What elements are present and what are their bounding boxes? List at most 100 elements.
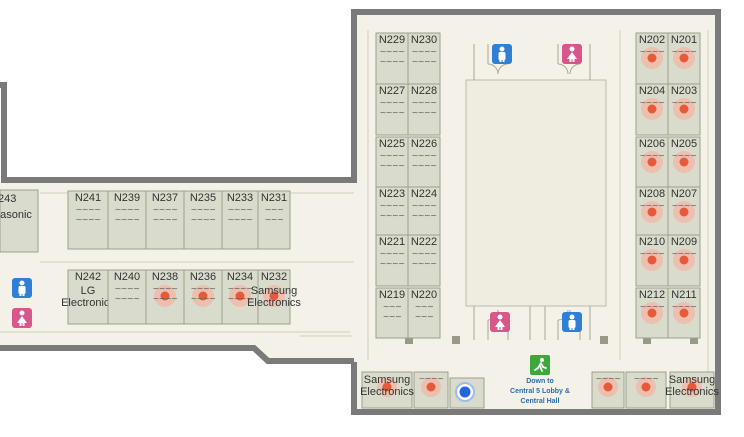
booth-n229-name-line1: ~~~~ xyxy=(380,47,405,56)
booth-n205-dot-icon xyxy=(679,157,689,167)
booth-bottom-b1-label-line1: Samsung xyxy=(364,374,410,386)
booth-n204-label: N204 xyxy=(639,85,665,97)
booth-n238[interactable]: N238~~~~~~~~ xyxy=(145,269,185,325)
booth-n228-label: N228 xyxy=(411,85,437,97)
booth-n203-label: N203 xyxy=(671,85,697,97)
booth-n224-box xyxy=(407,186,441,239)
booth-n212-name-line1: ~~~~ xyxy=(640,302,665,311)
booth-n237[interactable]: N237~~~~~~~~ xyxy=(145,190,185,250)
booth-n240-name-line1: ~~~~ xyxy=(115,284,140,293)
wall-west-bottom xyxy=(0,345,354,364)
booth-n227[interactable]: N227~~~~~~~~ xyxy=(375,83,409,136)
booth-n235[interactable]: N235~~~~~~~~ xyxy=(183,190,223,250)
booth-n206-dot-icon xyxy=(647,157,657,167)
booth-n231[interactable]: N231~~~~~~ xyxy=(257,190,291,250)
booth-n225-label: N225 xyxy=(379,138,405,150)
booth-n243-label: 243 xyxy=(0,193,16,205)
booth-n230[interactable]: N230~~~~~~~~ xyxy=(407,32,441,85)
booth-n212[interactable]: N212~~~~ xyxy=(635,287,669,339)
booth-n240[interactable]: N240~~~~~~~~ xyxy=(107,269,147,325)
booth-bottom-b4-label-line1: ~~~~ xyxy=(596,374,621,383)
booth-n243-box xyxy=(0,189,39,253)
booth-n223-name-line1: ~~~~ xyxy=(380,201,405,210)
booth-n228[interactable]: N228~~~~~~~~ xyxy=(407,83,441,136)
booth-n230-name-line2: ~~~~ xyxy=(412,57,437,66)
booth-n219-name-line2: ~~~ xyxy=(383,312,402,321)
booth-n224[interactable]: N224~~~~~~~~ xyxy=(407,186,441,239)
wall-west-top xyxy=(0,82,354,183)
booth-n211[interactable]: N211~~~~ xyxy=(667,287,701,339)
booth-n239[interactable]: N239~~~~~~~~ xyxy=(107,190,147,250)
booth-bottom-b5-dot-icon xyxy=(641,382,651,392)
booth-n241[interactable]: N241~~~~~~~~ xyxy=(67,190,109,250)
booth-n234[interactable]: N234~~~~~~~~ xyxy=(221,269,259,325)
booth-bottom-b5[interactable]: ~~~~ xyxy=(625,371,667,409)
booth-n205[interactable]: N205~~~~ xyxy=(667,136,701,189)
booth-n212-dot-icon xyxy=(647,308,657,318)
booth-n234-name-line1: ~~~~ xyxy=(228,284,253,293)
booth-n204[interactable]: N204~~~~ xyxy=(635,83,669,136)
restroom-men-icon-west[interactable] xyxy=(12,278,32,298)
booth-n202[interactable]: N202~~~~ xyxy=(635,32,669,85)
booth-n240-name-line2: ~~~~ xyxy=(115,294,140,303)
restroom-women-icon-atrium-top[interactable] xyxy=(562,44,582,64)
booth-n202-label: N202 xyxy=(639,34,665,46)
booth-n226[interactable]: N226~~~~~~~~ xyxy=(407,136,441,189)
booth-n232-label: N232 xyxy=(261,271,287,283)
booth-n219[interactable]: N219~~~~~~ xyxy=(375,287,409,339)
restroom-women-icon-west[interactable] xyxy=(12,308,32,328)
booth-n237-name-line1: ~~~~ xyxy=(153,205,178,214)
booth-n204-name-line1: ~~~~ xyxy=(640,98,665,107)
booth-n240-box xyxy=(107,269,147,325)
booth-n238-name-line1: ~~~~ xyxy=(153,284,178,293)
booth-n233[interactable]: N233~~~~~~~~ xyxy=(221,190,259,250)
booth-bottom-b2[interactable]: ~~~~ xyxy=(413,371,449,409)
booth-n206[interactable]: N206~~~~ xyxy=(635,136,669,189)
booth-n207[interactable]: N207~~~~ xyxy=(667,186,701,239)
booth-n205-name-line1: ~~~~ xyxy=(672,151,697,160)
booth-n227-label: N227 xyxy=(379,85,405,97)
booth-n209-dot-icon xyxy=(679,255,689,265)
booth-n221-label: N221 xyxy=(379,236,405,248)
booth-n236[interactable]: N236~~~~~~~~ xyxy=(183,269,223,325)
booth-n209[interactable]: N209~~~~ xyxy=(667,234,701,287)
booth-n211-dot-icon xyxy=(679,308,689,318)
booth-n222[interactable]: N222~~~~~~~~ xyxy=(407,234,441,287)
booth-n243-partial[interactable]: 243 nasonic xyxy=(0,189,39,253)
booth-n241-box xyxy=(67,190,109,250)
booth-n203[interactable]: N203~~~~ xyxy=(667,83,701,136)
booth-n220-name-line1: ~~~ xyxy=(415,302,434,311)
booth-n223[interactable]: N223~~~~~~~~ xyxy=(375,186,409,239)
exit-label-line3: Central Hall xyxy=(521,398,560,405)
booth-n220[interactable]: N220~~~~~~ xyxy=(407,287,441,339)
bottom-booth-layer: SamsungElectronics~~~~~~~~~~~~~~~~~Samsu… xyxy=(360,371,719,409)
booth-n201[interactable]: N201~~~~ xyxy=(667,32,701,85)
booth-n221[interactable]: N221~~~~~~~~ xyxy=(375,234,409,287)
restroom-men-icon-atrium-top[interactable] xyxy=(492,44,512,64)
booth-n221-name-line2: ~~~~ xyxy=(380,259,405,268)
restroom-men-icon-atrium-bottom[interactable] xyxy=(562,312,582,332)
booth-n236-label: N236 xyxy=(190,271,216,283)
booth-n225[interactable]: N225~~~~~~~~ xyxy=(375,136,409,189)
current-location-marker[interactable] xyxy=(449,377,485,409)
booth-n241-label: N241 xyxy=(75,192,101,204)
booth-n210[interactable]: N210~~~~ xyxy=(635,234,669,287)
booth-n208[interactable]: N208~~~~ xyxy=(635,186,669,239)
booth-bottom-b1-dot-icon xyxy=(382,382,392,392)
booth-n220-box xyxy=(407,287,441,339)
booth-n225-name-line2: ~~~~ xyxy=(380,161,405,170)
restroom-women-icon-atrium-bottom[interactable] xyxy=(490,312,510,332)
booth-bottom-b4[interactable]: ~~~~ xyxy=(591,371,625,409)
booth-n243-name: nasonic xyxy=(0,209,32,221)
booth-bottom-b1-label-line2: Electronics xyxy=(360,386,414,398)
booth-n235-box xyxy=(183,190,223,250)
booth-n233-name-line2: ~~~~ xyxy=(228,215,253,224)
booth-n233-name-line1: ~~~~ xyxy=(228,205,253,214)
exit-down-stairs[interactable]: Down to Central 5 Lobby & Central Hall xyxy=(510,355,570,405)
booth-n229[interactable]: N229~~~~~~~~ xyxy=(375,32,409,85)
